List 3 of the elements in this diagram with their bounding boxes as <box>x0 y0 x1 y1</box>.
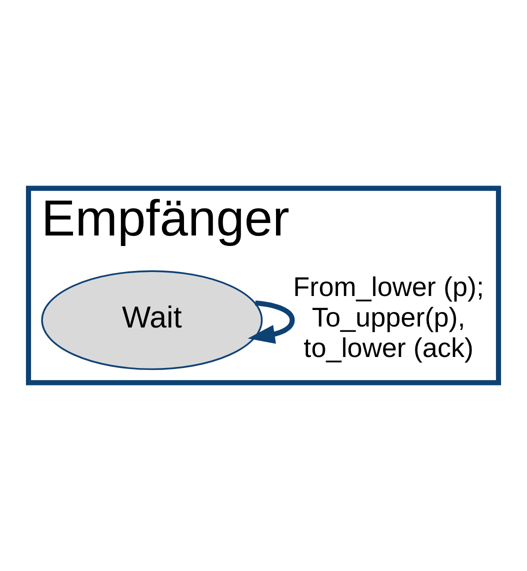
arrow <box>248 300 295 344</box>
node-ellipse: Wait <box>41 270 263 370</box>
edge-label: From_lower (p); To_upper(p), to_lower (ack) <box>293 272 484 364</box>
